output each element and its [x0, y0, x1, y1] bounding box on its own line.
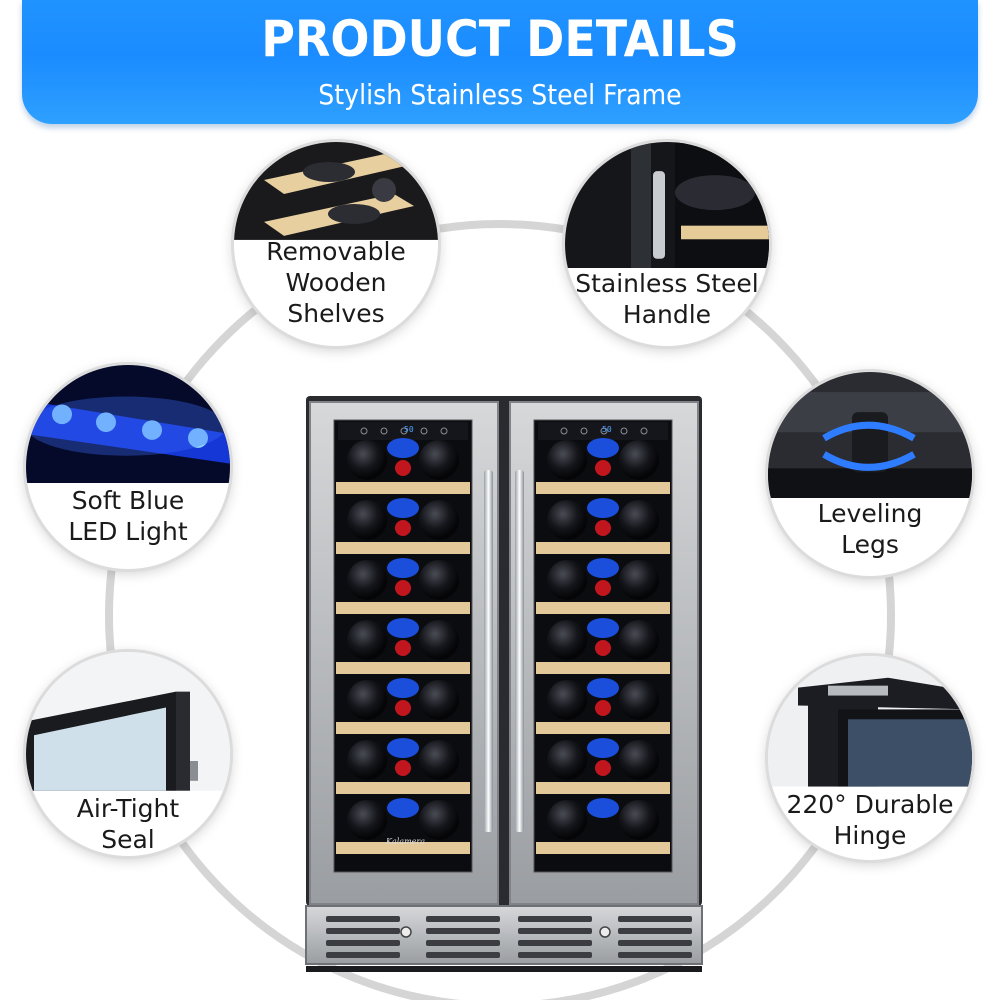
feature-airtight-seal: Air-Tight Seal — [26, 652, 230, 856]
temp-display-right: 50 — [602, 425, 612, 434]
feature-label: Air-Tight Seal — [76, 793, 180, 854]
temp-display-left: 50 — [404, 425, 414, 434]
wooden-shelf-photo-icon — [234, 142, 438, 240]
feature-removable-shelves: Removable Wooden Shelves — [234, 142, 438, 346]
header-banner: PRODUCT DETAILS Stylish Stainless Steel … — [22, 0, 978, 124]
door-seal-photo-icon — [26, 652, 230, 791]
page-title: PRODUCT DETAILS — [261, 10, 739, 68]
feature-label: Removable Wooden Shelves — [266, 236, 406, 328]
brand-logo: Kalamera — [385, 837, 425, 846]
feature-label: Leveling Legs — [817, 499, 923, 560]
feature-label: Stainless Steel Handle — [575, 269, 759, 330]
hinge-photo-icon — [768, 656, 972, 787]
feature-steel-handle: Stainless Steel Handle — [565, 142, 769, 346]
blue-led-photo-icon — [26, 365, 230, 484]
feature-leveling-legs: Leveling Legs — [768, 372, 972, 576]
page-subtitle: Stylish Stainless Steel Frame — [318, 78, 682, 111]
steel-handle-photo-icon — [565, 142, 769, 269]
feature-blue-led: Soft Blue LED Light — [26, 365, 230, 569]
feature-label: Soft Blue LED Light — [68, 486, 188, 547]
feature-label: 220° Durable Hinge — [786, 789, 954, 850]
feature-durable-hinge: 220° Durable Hinge — [768, 656, 972, 860]
leveling-leg-photo-icon — [768, 372, 972, 499]
connector-ring — [105, 220, 895, 1000]
wine-fridge-image: Kalamera 50 50 — [305, 396, 703, 972]
